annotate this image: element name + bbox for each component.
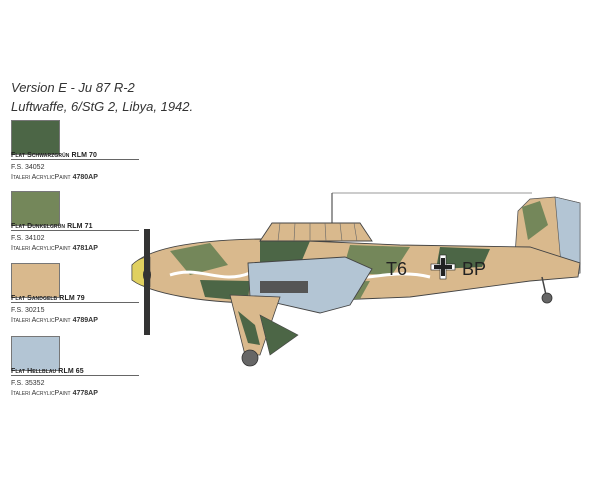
propeller-hub xyxy=(143,268,151,282)
fuselage-code-right: BP xyxy=(462,259,486,279)
camo-patch xyxy=(260,240,310,265)
color-swatch xyxy=(11,336,60,371)
camo-patch xyxy=(436,247,490,269)
color-entry: Flat Schwarzgrün RLM 70 F.S. 34052 Itale… xyxy=(11,120,141,183)
fs-code: F.S. 34052 xyxy=(11,164,45,171)
divider xyxy=(11,230,139,231)
camo-patch xyxy=(522,201,548,240)
paint-brand: Italeri AcrylicPaint xyxy=(11,317,71,324)
color-name: Flat Sandgelb RLM 79 xyxy=(11,295,85,302)
profile-title: Version E - Ju 87 R-2 Luftwaffe, 6/StG 2… xyxy=(11,78,193,116)
wing-detail xyxy=(260,281,308,293)
divider xyxy=(11,375,139,376)
paint-line: Italeri AcrylicPaint 4778AP xyxy=(11,389,141,399)
paint-code: 4789AP xyxy=(72,317,98,324)
paint-line: Italeri AcrylicPaint 4781AP xyxy=(11,244,141,254)
fs-code: F.S. 30215 xyxy=(11,307,45,314)
camo-patch xyxy=(238,311,260,345)
paint-brand: Italeri AcrylicPaint xyxy=(11,174,71,181)
color-entry: Flat Hellblau RLM 65 F.S. 35352 Italeri … xyxy=(11,336,141,399)
color-name: Flat Dunkelgrün RLM 71 xyxy=(11,223,93,230)
color-swatch xyxy=(11,263,60,298)
fs-code: F.S. 35352 xyxy=(11,380,45,387)
title-line-unit: Luftwaffe, 6/StG 2, Libya, 1942. xyxy=(11,99,194,114)
color-swatch xyxy=(11,120,60,155)
paint-code: 4778AP xyxy=(72,390,98,397)
color-entry: Flat Sandgelb RLM 79 F.S. 30215 Italeri … xyxy=(11,263,141,326)
canopy-frames xyxy=(277,222,358,242)
divider xyxy=(11,159,139,160)
paint-brand: Italeri AcrylicPaint xyxy=(11,390,71,397)
tail-wheel-strut xyxy=(541,276,547,296)
landing-gear-fairing xyxy=(259,314,299,356)
paint-brand: Italeri AcrylicPaint xyxy=(11,245,71,252)
color-name: Flat Hellblau RLM 65 xyxy=(11,368,84,375)
fuselage-code-left: T6 xyxy=(386,259,407,279)
rudder xyxy=(554,196,581,276)
balkenkreuz-insignia xyxy=(430,254,456,280)
title-line-model: Version E - Ju 87 R-2 xyxy=(11,80,135,95)
aircraft-profile-illustration: T6 BP xyxy=(131,192,581,367)
camo-patch xyxy=(170,243,228,275)
paint-code: 4781AP xyxy=(72,245,98,252)
tail-wheel xyxy=(541,292,553,304)
paint-code: 4780AP xyxy=(72,174,98,181)
canopy xyxy=(259,222,373,242)
color-name: Flat Schwarzgrün RLM 70 xyxy=(11,152,98,159)
paint-line: Italeri AcrylicPaint 4780AP xyxy=(11,173,141,183)
color-swatch xyxy=(11,191,60,226)
color-entry: Flat Dunkelgrün RLM 71 F.S. 34102 Italer… xyxy=(11,191,141,254)
divider xyxy=(11,302,139,303)
paint-line: Italeri AcrylicPaint 4789AP xyxy=(11,316,141,326)
fs-code: F.S. 34102 xyxy=(11,235,45,242)
main-wheel xyxy=(241,349,259,367)
